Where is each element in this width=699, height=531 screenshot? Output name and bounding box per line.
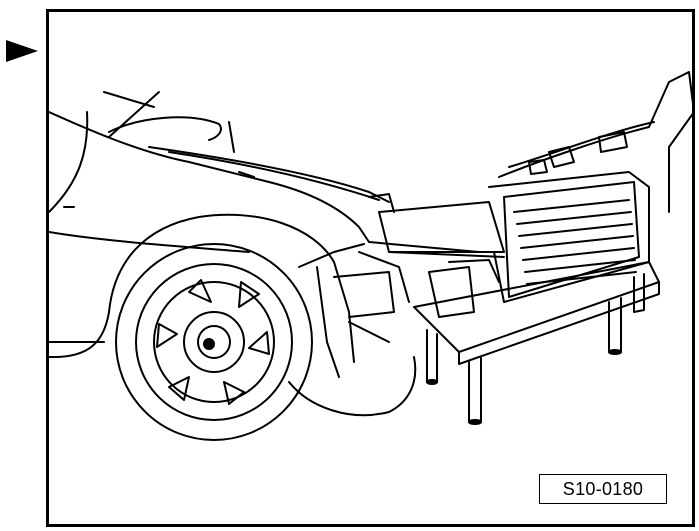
underbody: [288, 251, 417, 417]
front-wheel: [115, 243, 313, 441]
figure-frame: S10-0180: [46, 9, 695, 527]
pointer-arrow-icon: [6, 40, 38, 62]
hood-and-windscreen: [103, 91, 390, 203]
front-module: [368, 71, 692, 318]
car-body: [49, 111, 370, 378]
support-stand: [413, 261, 660, 425]
figure-reference-code: S10-0180: [539, 474, 667, 504]
vehicle-front-end-drawing: [49, 71, 692, 441]
